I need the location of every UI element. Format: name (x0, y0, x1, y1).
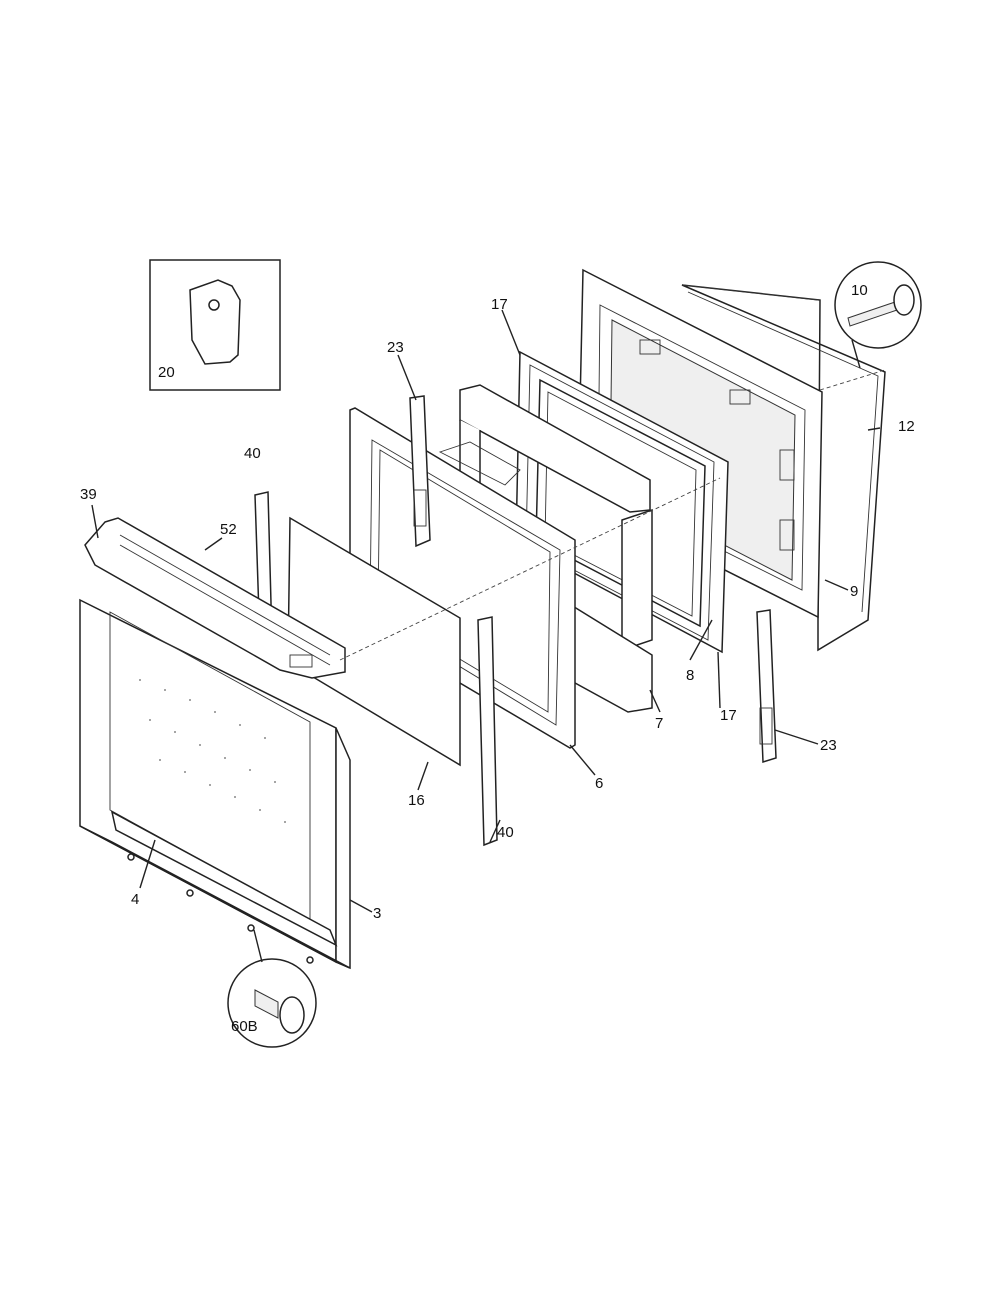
part-12-rear-panel (681, 284, 886, 652)
inset-part-20: 20 (149, 259, 281, 391)
callout-40-bottom: 40 (497, 824, 514, 841)
callout-labels: 3 4 6 7 8 9 10 12 16 17 17 23 23 39 40 4… (80, 282, 915, 1035)
callout-10: 10 (851, 282, 868, 299)
part-16-glass (287, 516, 461, 767)
callout-12: 12 (898, 418, 915, 435)
callout-6: 6 (595, 775, 603, 792)
callout-20: 20 (158, 364, 175, 381)
detail-60b (227, 958, 317, 1048)
callout-60b: 60B (231, 1018, 258, 1035)
callout-7: 7 (655, 715, 663, 732)
callout-8: 8 (686, 667, 694, 684)
callout-39: 39 (80, 486, 97, 503)
callout-23-top: 23 (387, 339, 404, 356)
callout-40-top: 40 (244, 445, 261, 462)
detail-10 (834, 261, 922, 349)
leader-lines (91, 309, 886, 963)
callout-16: 16 (408, 792, 425, 809)
part-39-52-handle (84, 517, 346, 679)
screws (127, 853, 314, 964)
hinge-right (756, 609, 777, 764)
callout-4: 4 (131, 891, 139, 908)
channel-right (477, 616, 498, 847)
callout-23-bottom: 23 (820, 737, 837, 754)
part-4-bottom-trim (110, 810, 338, 947)
callout-52: 52 (220, 521, 237, 538)
part-3-outer-door (79, 598, 351, 970)
callout-17-bottom: 17 (720, 707, 737, 724)
shield-part-20 (189, 279, 241, 365)
shield-hole (208, 299, 220, 311)
part-23-hinges (409, 395, 777, 764)
callout-9: 9 (850, 583, 858, 600)
window-texture (139, 679, 286, 823)
callout-3: 3 (373, 905, 381, 922)
callout-17-top: 17 (491, 296, 508, 313)
